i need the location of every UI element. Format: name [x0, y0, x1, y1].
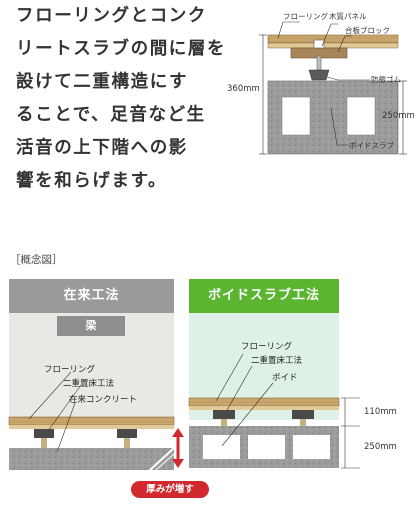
right-panel-header-bg	[189, 279, 339, 313]
description-line-6: 響を和らげます。	[16, 171, 168, 191]
leader-plywood-block	[337, 35, 352, 53]
left-leader-flooring	[28, 371, 72, 420]
right-dim-slab-value: 250mm	[364, 442, 397, 452]
concept-label: ［概念図］	[10, 254, 63, 266]
right-support-1	[213, 410, 235, 419]
label-wood-panel: 木質パネル	[329, 12, 367, 21]
right-panel-title: ボイドスラブ工法	[207, 288, 320, 303]
description-line-5: 活音の上下階への影	[16, 138, 188, 158]
label-void-slab: ボイドスラブ	[349, 141, 394, 150]
description-line-1: フローリングとコンク	[16, 6, 207, 26]
left-flooring	[8, 416, 175, 426]
left-panel-layer	[9, 425, 174, 429]
detail-bolt-head	[313, 39, 325, 49]
main-description: フローリングとコンク リートスラブの間に層を 設けて二重構造にす ることで、足音…	[16, 0, 226, 198]
beam-label: 梁	[85, 319, 97, 332]
left-support-2-post	[124, 438, 130, 448]
leader-void-slab	[330, 107, 348, 146]
right-panel-layer	[189, 406, 339, 410]
left-panel-header-bg	[9, 279, 174, 313]
detail-void-hole-left	[281, 96, 311, 136]
detail-flooring-layer	[267, 34, 399, 44]
leader-rubber	[326, 76, 370, 81]
void-hole-2	[248, 435, 285, 459]
right-support-2	[292, 410, 314, 419]
label-rubber: 防振ゴム	[371, 75, 401, 84]
left-support-2	[117, 429, 137, 438]
dim-slab-value: 250mm	[382, 111, 415, 121]
right-leader-double	[225, 365, 253, 413]
detail-bolt-shaft	[316, 55, 322, 71]
right-leader-void	[221, 382, 274, 447]
description-line-4: ることで、足音など生	[16, 105, 206, 125]
right-label-void: ボイド	[272, 373, 298, 383]
detail-rubber-foot	[308, 69, 330, 81]
right-flooring	[188, 397, 340, 407]
left-leader-double	[47, 384, 82, 432]
left-panel-title: 在来工法	[63, 288, 120, 303]
conventional-method-diagram	[8, 279, 184, 471]
left-concrete-slab	[9, 448, 174, 470]
void-hole-1	[203, 435, 240, 459]
void-slab-method-diagram	[188, 279, 360, 469]
description-line-3: 設けて二重構造にす	[16, 72, 189, 92]
right-label-double-floor: 二重置床工法	[251, 356, 303, 366]
label-flooring: フローリング	[283, 12, 328, 21]
left-label-flooring: フローリング	[44, 365, 96, 375]
structure-detail-diagram	[259, 21, 407, 155]
thickness-increase-badge: 厚みが増す	[131, 481, 209, 498]
right-label-flooring: フローリング	[241, 342, 293, 352]
left-leader-concrete	[56, 402, 76, 453]
right-dim-upper-value: 110mm	[364, 407, 397, 417]
dim-total-value: 360mm	[227, 84, 260, 94]
left-support-1-post	[41, 438, 47, 448]
left-label-concrete: 在来コンクリート	[69, 395, 138, 405]
leader-wood-panel	[321, 23, 338, 47]
right-leader-flooring	[215, 353, 244, 402]
left-support-1	[34, 429, 54, 438]
void-hole-3	[293, 435, 330, 459]
description-line-2: リートスラブの間に層を	[16, 39, 227, 59]
beam-block	[57, 316, 125, 336]
label-plywood-block: 合板ブロック	[345, 26, 390, 35]
left-label-double-floor: 二重置床工法	[63, 379, 115, 389]
detail-void-hole-right	[346, 96, 376, 136]
leader-flooring	[277, 21, 300, 39]
detail-wood-panel-layer	[267, 42, 399, 49]
